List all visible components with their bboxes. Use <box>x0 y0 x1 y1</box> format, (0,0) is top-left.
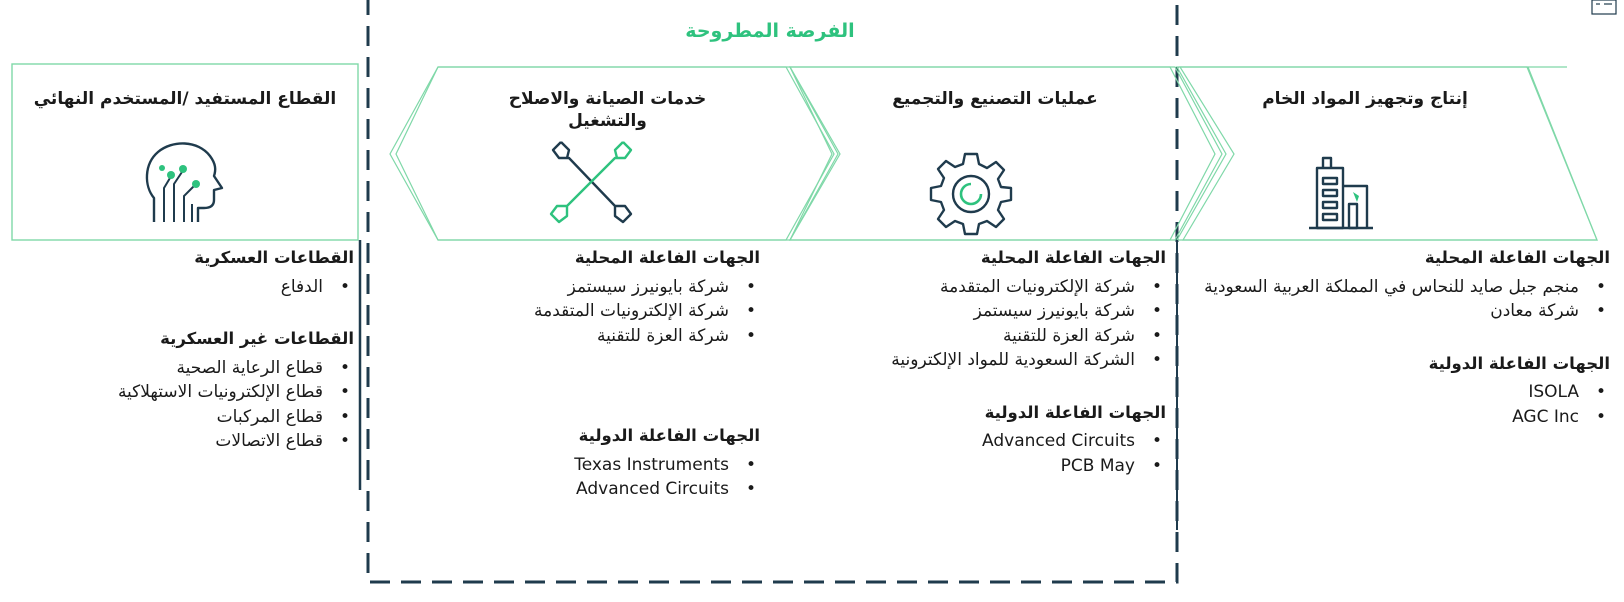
stage-title-end-user: القطاع المستفيد /المستخدم النهائي <box>33 89 337 109</box>
nonmilitary-sectors-heading: القطاعات غير العسكرية <box>160 329 354 348</box>
stage-title-raw-materials: إنتاج وتجهيز المواد الخام <box>1262 89 1468 109</box>
crossed-wrenches-icon <box>549 141 633 224</box>
list-item: قطاع الرعاية الصحية <box>18 356 354 381</box>
stage-title-maintenance: خدمات الصيانة والاصلاح والتشغيل <box>508 89 707 131</box>
stage-raw-materials-actors: الجهات الفاعلة المحلية منجم جبل صايد للن… <box>1190 246 1610 429</box>
list-item: Texas Instruments <box>420 453 760 478</box>
stage-maintenance-actors: الجهات الفاعلة المحلية شركة بايونيرز سيس… <box>420 246 760 502</box>
stage-manufacturing-actors: الجهات الفاعلة المحلية شركة الإلكترونيات… <box>800 246 1166 478</box>
international-actors-heading: الجهات الفاعلة الدولية <box>984 402 1166 422</box>
local-actors-heading: الجهات الفاعلة المحلية <box>1424 248 1610 267</box>
list-item: شركة العزة للتقنية <box>420 324 760 349</box>
stage-end-user-sectors: القطاعات العسكرية الدفاع القطاعات غير ال… <box>18 246 354 454</box>
factory-building-icon <box>1309 156 1373 230</box>
list-item: قطاع الاتصالات <box>18 429 354 454</box>
list-item: شركة بايونيرز سيستمز <box>800 299 1166 324</box>
list-item: قطاع الإلكترونيات الاستهلاكية <box>18 380 354 405</box>
list-item: الشركة السعودية للمواد الإلكترونية <box>800 348 1166 373</box>
stage-manufacturing-chevron <box>788 66 1223 241</box>
local-actors-heading: الجهات الفاعلة المحلية <box>980 248 1166 267</box>
local-actors-heading: الجهات الفاعلة المحلية <box>574 248 760 267</box>
international-actors-heading: الجهات الفاعلة الدولية <box>1428 353 1610 373</box>
list-item: شركة الإلكترونيات المتقدمة <box>800 275 1166 300</box>
list-item: شركة معادن <box>1190 299 1610 324</box>
military-sectors-heading: القطاعات العسكرية <box>194 248 354 267</box>
end-user-box <box>11 63 359 241</box>
list-item: الدفاع <box>18 275 354 300</box>
gear-icon <box>929 152 1013 236</box>
list-item: Advanced Circuits <box>800 429 1166 454</box>
list-item: ISOLA <box>1190 380 1610 405</box>
corner-icon <box>1591 0 1617 15</box>
stage-title-manufacturing: عمليات التصنيع والتجميع <box>892 89 1098 109</box>
stage-maintenance-chevron <box>389 66 841 241</box>
list-item: PCB May <box>800 454 1166 479</box>
list-item: AGC Inc <box>1190 405 1610 430</box>
ai-head-icon <box>145 142 224 222</box>
list-item: Advanced Circuits <box>420 477 760 502</box>
list-item: شركة بايونيرز سيستمز <box>420 275 760 300</box>
list-item: قطاع المركبات <box>18 405 354 430</box>
international-actors-heading: الجهات الفاعلة الدولية <box>578 426 760 445</box>
list-item: شركة الإلكترونيات المتقدمة <box>420 299 760 324</box>
opportunity-title: الفرصة المطروحة <box>685 20 855 42</box>
list-item: منجم جبل صايد للنحاس في المملكة العربية … <box>1190 275 1610 300</box>
list-item: شركة العزة للتقنية <box>800 324 1166 349</box>
